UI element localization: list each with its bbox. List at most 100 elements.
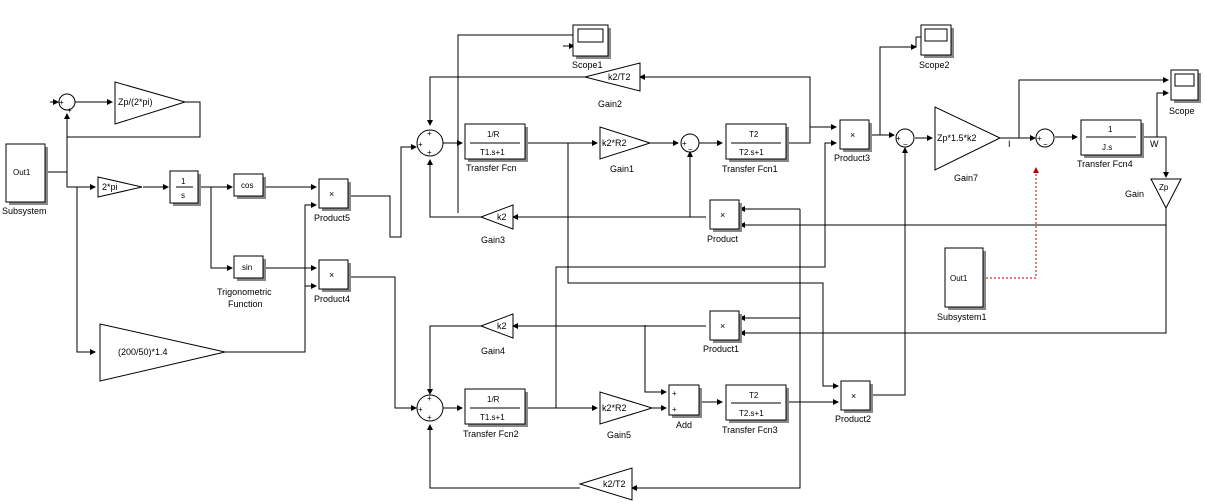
scope1-block[interactable] xyxy=(572,24,611,59)
cos-label: cos xyxy=(241,181,253,190)
transfer-fcn1-label: Transfer Fcn1 xyxy=(722,164,778,174)
product-symbol: × xyxy=(720,210,725,220)
svg-text:+: + xyxy=(427,129,432,138)
svg-text:+: + xyxy=(427,394,432,403)
transfer-fcn2-block[interactable]: 1/R T1.s+1 xyxy=(464,388,528,427)
sum-upper-minus[interactable]: + − xyxy=(680,133,700,154)
scope2-block[interactable] xyxy=(920,24,954,58)
gain-2pi[interactable]: 2*pi xyxy=(97,176,143,198)
tf4-den: J.s xyxy=(1102,143,1112,152)
product1-block[interactable]: × xyxy=(709,310,742,343)
svg-text:+: + xyxy=(1037,134,1042,143)
gain7-label: Gain7 xyxy=(954,173,978,183)
product2-label: Product2 xyxy=(835,414,871,424)
transfer-fcn2-label: Transfer Fcn2 xyxy=(463,429,519,439)
gain-2pi-label: 2*pi xyxy=(102,182,118,192)
trig-label-2: Function xyxy=(228,299,263,309)
scope1-label: Scope1 xyxy=(572,60,603,70)
svg-text:+: + xyxy=(672,405,677,414)
product3-symbol: × xyxy=(850,130,855,140)
add-block[interactable]: + + xyxy=(668,384,702,418)
transfer-fcn3-block[interactable]: T2 T2.s+1 xyxy=(725,384,789,423)
gain7-block[interactable]: Zp*1.5*k2 xyxy=(934,106,1002,171)
sum-lower[interactable]: + + + xyxy=(416,394,444,422)
subsystem-out1-label: Out1 xyxy=(13,168,31,177)
product-label: Product xyxy=(707,234,739,244)
tf2-num: 1/R xyxy=(487,395,500,404)
svg-text:+: + xyxy=(59,98,64,107)
product4-block[interactable]: × xyxy=(318,259,351,292)
tf4-num: 1 xyxy=(1108,125,1113,134)
sum-speed[interactable]: + + xyxy=(58,93,76,115)
product5-block[interactable]: × xyxy=(318,178,351,211)
transfer-fcn-label: Transfer Fcn xyxy=(466,163,517,173)
gain4-label: Gain4 xyxy=(481,346,505,356)
gain-zp-block[interactable]: Zp xyxy=(1150,178,1182,210)
gain3-expr: k2 xyxy=(497,212,507,222)
tf2-den: T1.s+1 xyxy=(480,413,505,422)
svg-text:+: + xyxy=(418,140,423,149)
scope2-label: Scope2 xyxy=(919,60,950,70)
svg-text:−: − xyxy=(688,145,693,154)
transfer-fcn4-block[interactable]: 1 J.s xyxy=(1080,119,1144,158)
gain-zp-expr: Zp xyxy=(1159,183,1169,192)
product2-block[interactable]: × xyxy=(840,380,873,413)
gain2-label: Gain2 xyxy=(598,99,622,109)
gain-zp-2pi[interactable]: Zp/(2*pi) xyxy=(114,81,187,125)
gain4-expr: k2 xyxy=(497,321,507,331)
subsystem1-label: Subsystem1 xyxy=(937,312,987,322)
gain3-block[interactable]: k2 xyxy=(479,204,514,230)
tf3-den: T2.s+1 xyxy=(739,409,764,418)
tf1-num: T2 xyxy=(749,130,759,139)
gain1-block[interactable]: k2*R2 xyxy=(599,126,652,160)
gain4-block[interactable]: k2 xyxy=(479,313,514,339)
sum-upper[interactable]: + + + xyxy=(416,129,444,157)
sin-block[interactable]: sin xyxy=(233,255,266,281)
gain3-label: Gain3 xyxy=(481,235,505,245)
svg-text:−: − xyxy=(1043,140,1048,149)
gain5-block[interactable]: k2*R2 xyxy=(599,391,654,425)
integrator-block[interactable]: 1 s xyxy=(169,170,201,206)
cos-block[interactable]: cos xyxy=(233,173,266,199)
product2-symbol: × xyxy=(851,391,856,401)
product4-symbol: × xyxy=(329,270,334,280)
scope-label: Scope xyxy=(1169,106,1195,116)
integrator-den: s xyxy=(181,191,185,200)
gain-200-50-label: (200/50)*1.4 xyxy=(118,347,168,357)
gain-bottom-k2t2[interactable]: k2/T2 xyxy=(578,467,633,501)
product1-symbol: × xyxy=(720,321,725,331)
subsystem1-block[interactable]: Out1 xyxy=(944,247,986,310)
product3-block[interactable]: × xyxy=(839,119,872,152)
tf-num: 1/R xyxy=(487,130,500,139)
trig-label-1: Trigonometric xyxy=(217,287,272,297)
svg-text:+: + xyxy=(896,134,901,143)
svg-text:−: − xyxy=(903,140,908,149)
integrator-num: 1 xyxy=(181,177,186,186)
gain1-label: Gain1 xyxy=(610,164,634,174)
transfer-fcn-block[interactable]: 1/R T1.s+1 xyxy=(464,123,528,162)
sum-torque[interactable]: + − xyxy=(895,128,915,149)
tf3-num: T2 xyxy=(749,391,759,400)
subsystem-block[interactable]: Out1 xyxy=(5,143,48,205)
transfer-fcn1-block[interactable]: T2 T2.s+1 xyxy=(725,123,789,162)
product-block[interactable]: × xyxy=(709,199,742,232)
svg-text:+: + xyxy=(427,148,432,157)
product5-symbol: × xyxy=(329,189,334,199)
gain-label: Gain xyxy=(1125,189,1144,199)
gain2-expr: k2/T2 xyxy=(608,72,631,82)
product3-label: Product3 xyxy=(834,153,870,163)
svg-text:+: + xyxy=(682,139,687,148)
scope-block[interactable] xyxy=(1170,69,1201,103)
gain1-expr: k2*R2 xyxy=(602,138,627,148)
transfer-fcn4-label: Transfer Fcn4 xyxy=(1077,159,1133,169)
sum-speed-loop[interactable]: + − xyxy=(1035,128,1055,149)
subsystem1-out1-label: Out1 xyxy=(950,274,968,283)
svg-text:+: + xyxy=(418,405,423,414)
signal-i-label: I xyxy=(1008,139,1011,149)
sin-label: sin xyxy=(242,263,252,272)
gain2-block[interactable]: k2/T2 xyxy=(584,62,641,92)
svg-text:+: + xyxy=(672,389,677,398)
gain-bottom-expr: k2/T2 xyxy=(603,479,626,489)
subsystem-name: Subsystem xyxy=(2,206,47,216)
gain-200-50[interactable]: (200/50)*1.4 xyxy=(99,323,226,382)
